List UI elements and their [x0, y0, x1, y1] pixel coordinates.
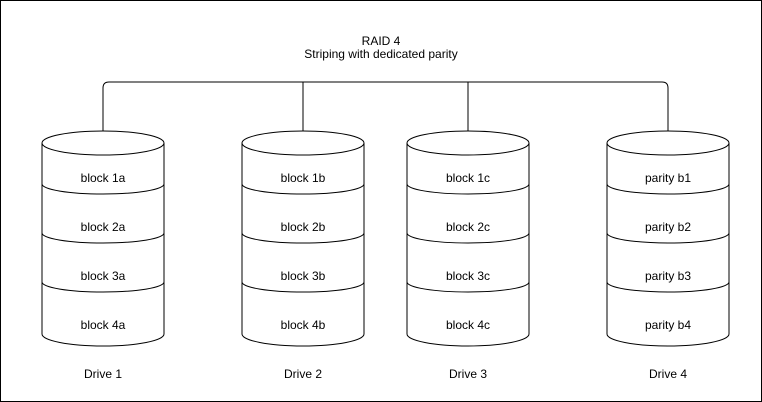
drive-3-block-label: block 4c	[445, 318, 491, 332]
drive-2-label: Drive 2	[283, 367, 322, 381]
drive-4-cylinder	[606, 130, 730, 347]
drive-3-platter-dividers	[406, 183, 530, 293]
drive-3-block-label: block 3c	[445, 269, 491, 283]
drive-4-block-label: parity b1	[644, 171, 692, 185]
drive-3-label: Drive 3	[448, 367, 487, 381]
drive-4-block-label: parity b4	[644, 318, 692, 332]
drive-2-block-label: block 1b	[280, 171, 326, 185]
drive-1-block-label: block 4a	[80, 318, 126, 332]
drive-2-cylinder	[241, 130, 365, 347]
drive-4-block-label: parity b3	[644, 269, 692, 283]
diagram-subtitle: Striping with dedicated parity	[304, 47, 458, 61]
drive-2-platter-dividers	[241, 183, 365, 293]
drive-2-block-label: block 2b	[280, 220, 326, 234]
drive-1-cylinder	[41, 130, 165, 347]
drive-1-block-label: block 2a	[80, 220, 126, 234]
drive-1-block-label: block 3a	[80, 269, 126, 283]
drive-1-label: Drive 1	[83, 367, 122, 381]
drive-2-block-label: block 3b	[280, 269, 326, 283]
drive-1-platter-dividers	[41, 183, 165, 293]
drive-3-block-label: block 2c	[445, 220, 491, 234]
drive-3-block-label: block 1c	[445, 171, 491, 185]
drive-3-cylinder	[406, 130, 530, 347]
bus-connector	[102, 81, 669, 131]
drive-2-block-label: block 4b	[280, 318, 326, 332]
drive-4-block-label: parity b2	[644, 220, 692, 234]
drive-4-platter-dividers	[606, 183, 730, 293]
drive-1-block-label: block 1a	[80, 171, 126, 185]
drive-4-label: Drive 4	[648, 367, 687, 381]
diagram-title: RAID 4	[361, 34, 401, 48]
